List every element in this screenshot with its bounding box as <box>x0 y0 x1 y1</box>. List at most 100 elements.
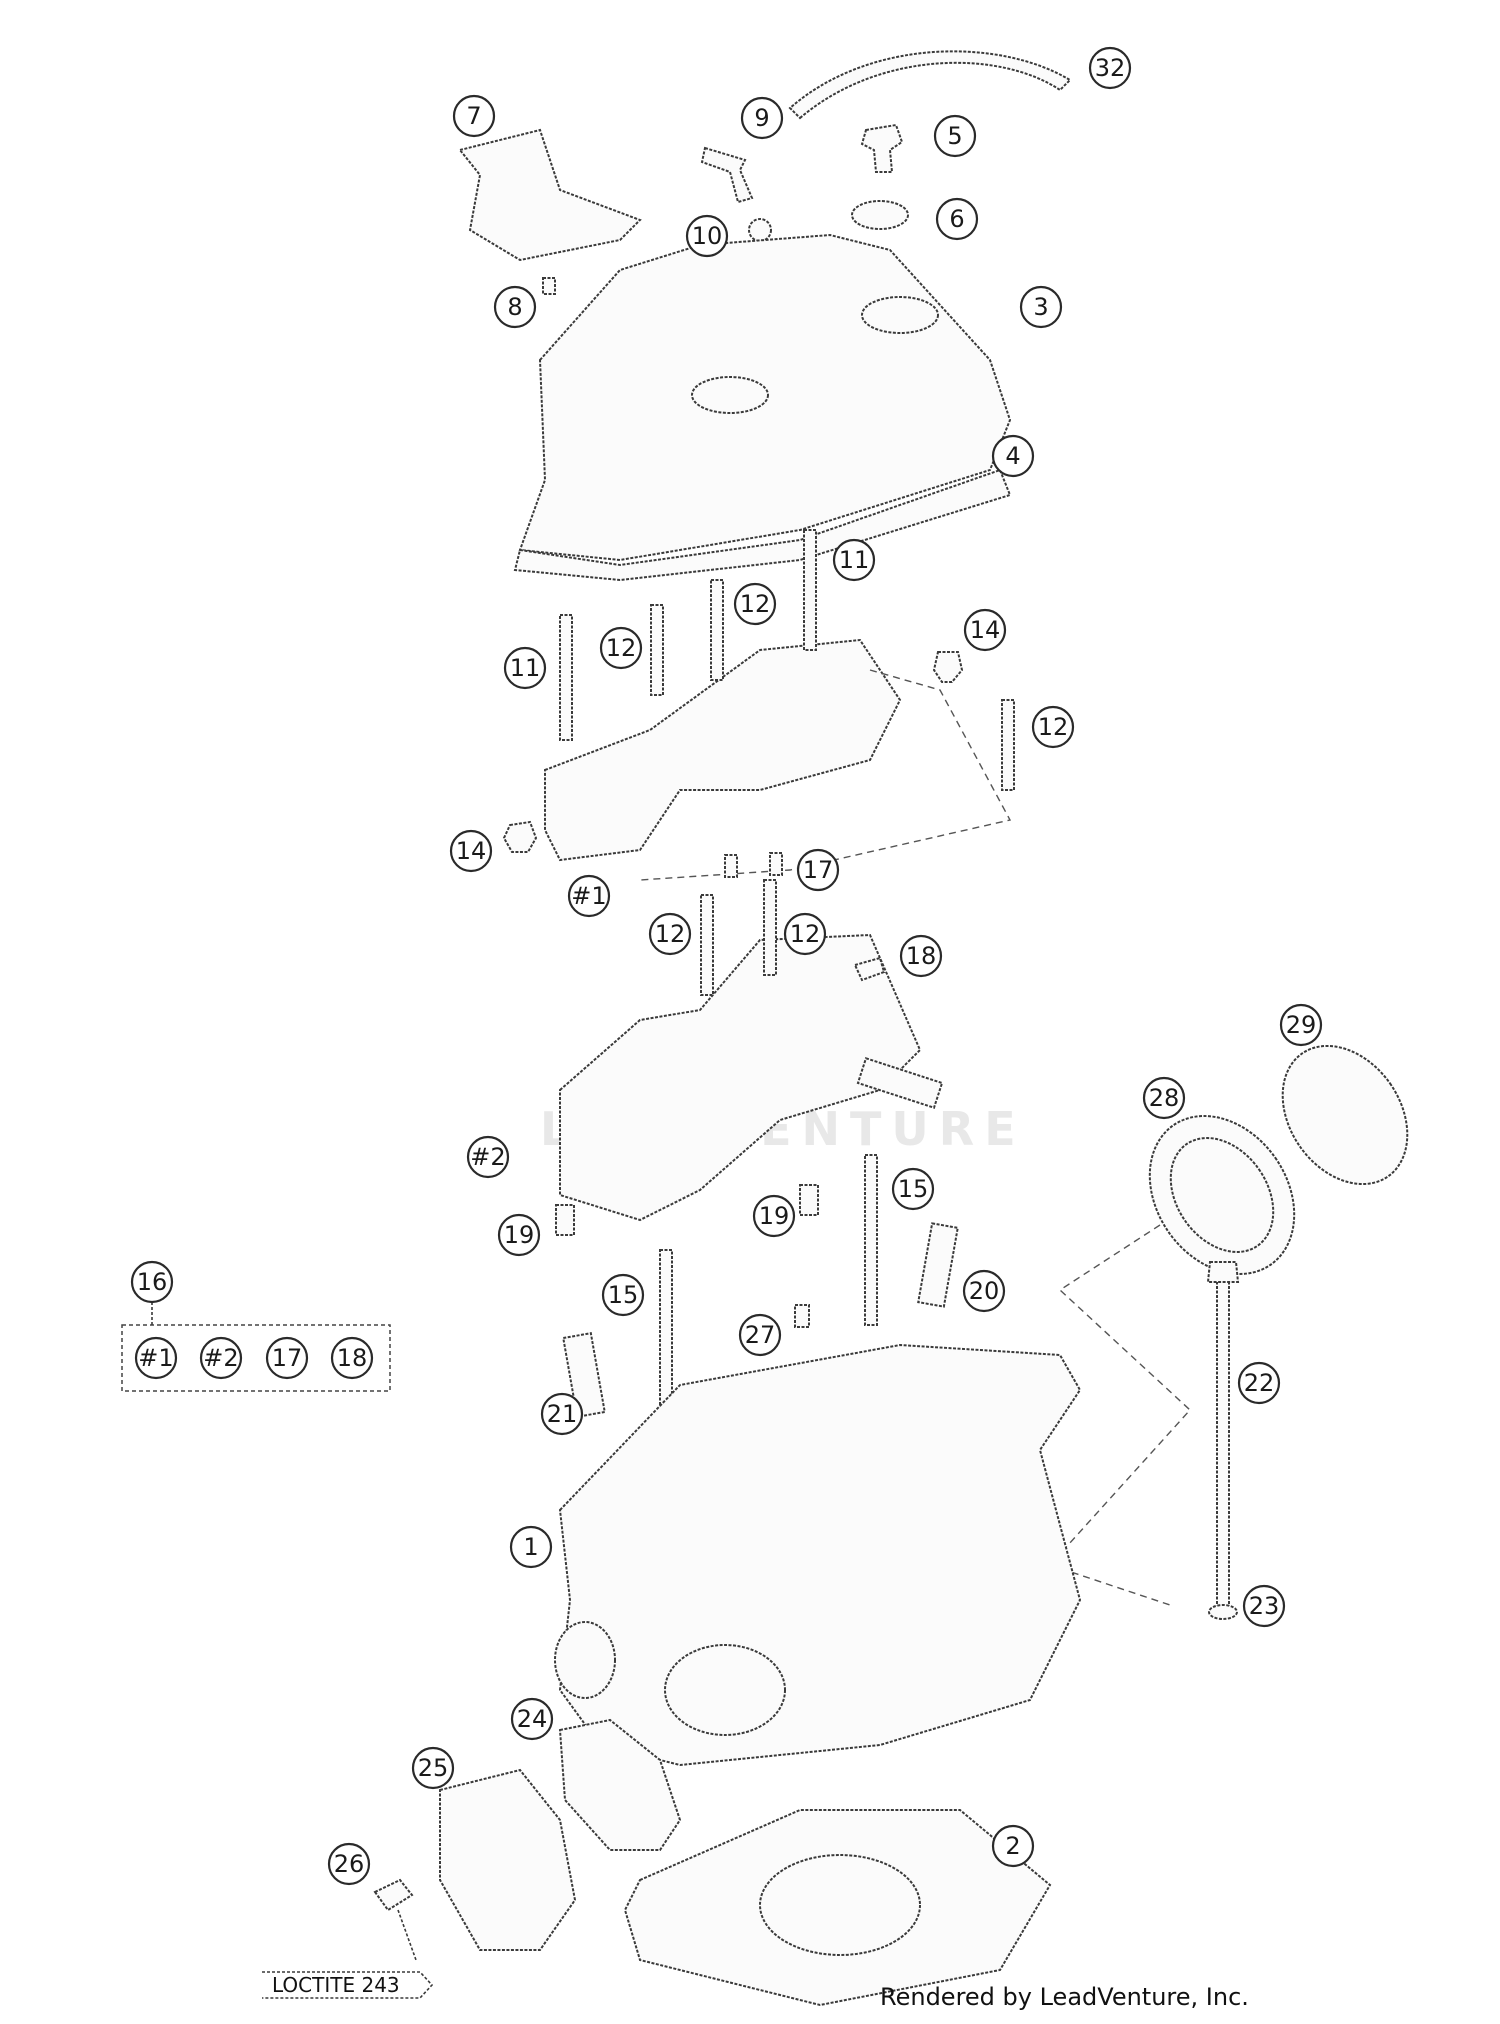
svg-text:12: 12 <box>740 590 771 618</box>
svg-text:8: 8 <box>507 293 522 321</box>
sleeve-20 <box>917 1222 959 1308</box>
svg-text:18: 18 <box>337 1344 368 1372</box>
svg-text:11: 11 <box>510 654 541 682</box>
bolt-11-right <box>803 529 817 651</box>
svg-text:27: 27 <box>745 1321 776 1349</box>
callout-1: 1 <box>509 1525 553 1569</box>
render-credit: Rendered by LeadVenture, Inc. <box>880 1983 1249 2011</box>
bolt-5 <box>860 123 904 173</box>
svg-text:1: 1 <box>523 1533 538 1561</box>
bolt-11-left <box>559 614 573 741</box>
callout-27: 27 <box>738 1313 782 1357</box>
loctite-leader <box>397 1909 417 1961</box>
callout-12-top: 12 <box>733 582 777 626</box>
callout-6: 6 <box>935 197 979 241</box>
fitting <box>700 146 754 204</box>
callout-11-top: 11 <box>832 538 876 582</box>
bridge-outline <box>639 669 1012 881</box>
long-bolt-head <box>1206 1261 1240 1283</box>
svg-text:12: 12 <box>790 920 821 948</box>
svg-text:25: 25 <box>418 1754 449 1782</box>
valve-cover-gasket <box>513 468 1012 582</box>
callout-bridge-1: #1 <box>567 874 611 918</box>
svg-text:22: 22 <box>1244 1369 1275 1397</box>
washer-23 <box>1208 1604 1238 1620</box>
pin-17 <box>724 854 738 878</box>
callout-17: 17 <box>796 848 840 892</box>
svg-text:14: 14 <box>970 616 1001 644</box>
svg-text:26: 26 <box>334 1850 365 1878</box>
callout-28: 28 <box>1142 1076 1186 1120</box>
callout-19-right: 19 <box>752 1194 796 1238</box>
svg-text:15: 15 <box>608 1281 639 1309</box>
svg-text:#1: #1 <box>571 882 606 910</box>
callout-32: 32 <box>1088 46 1132 90</box>
callout-14-right: 14 <box>963 608 1007 652</box>
callout-29: 29 <box>1279 1003 1323 1047</box>
callout-11-left: 11 <box>503 646 547 690</box>
callout-9: 9 <box>740 96 784 140</box>
svg-text:10: 10 <box>692 222 723 250</box>
nut-14-left <box>502 820 538 853</box>
cylinder-head <box>558 1343 1082 1767</box>
dowel-19-left <box>555 1204 575 1236</box>
dowel-19-right <box>799 1184 819 1216</box>
callout-8: 8 <box>493 285 537 329</box>
kit-box <box>121 1324 391 1392</box>
svg-text:#2: #2 <box>470 1143 505 1171</box>
breather-hose <box>788 50 1072 120</box>
callout-12-mid: 12 <box>599 626 643 670</box>
callout-16: 16 <box>130 1260 174 1304</box>
svg-text:29: 29 <box>1286 1011 1317 1039</box>
bolt-12-lower-left <box>700 894 714 996</box>
svg-text:12: 12 <box>655 920 686 948</box>
loctite-bracket <box>262 1971 434 1999</box>
intake-boot-inner <box>1169 1137 1275 1253</box>
bracket <box>458 128 642 262</box>
svg-text:#2: #2 <box>203 1344 238 1372</box>
svg-text:5: 5 <box>947 122 962 150</box>
kit-item-18: 18 <box>330 1336 374 1380</box>
hose-clamp <box>1281 1044 1409 1186</box>
stud-15-right <box>864 1154 878 1326</box>
stud-15-left <box>659 1249 673 1411</box>
callout-12-lower-left: 12 <box>648 912 692 956</box>
kit-item-1: #1 <box>134 1336 178 1380</box>
svg-text:12: 12 <box>1038 713 1069 741</box>
svg-text:32: 32 <box>1095 54 1126 82</box>
oil-filler-port <box>861 296 939 334</box>
o-ring <box>748 218 772 242</box>
svg-text:17: 17 <box>803 856 834 884</box>
exhaust-gasket <box>558 1718 682 1851</box>
svg-text:12: 12 <box>606 634 637 662</box>
svg-text:3: 3 <box>1033 293 1048 321</box>
bolt-12-left <box>650 604 664 696</box>
callout-23: 23 <box>1242 1584 1286 1628</box>
kit-item-2: #2 <box>199 1336 243 1380</box>
callout-10: 10 <box>685 214 729 258</box>
svg-text:19: 19 <box>504 1221 535 1249</box>
intake-port <box>664 1644 786 1736</box>
callout-19-left: 19 <box>497 1213 541 1257</box>
sleeve-21 <box>562 1332 606 1418</box>
washer-6 <box>851 200 909 230</box>
callout-12-right: 12 <box>1031 705 1075 749</box>
callout-18: 18 <box>899 934 943 978</box>
svg-text:18: 18 <box>906 942 937 970</box>
svg-text:14: 14 <box>456 837 487 865</box>
svg-text:17: 17 <box>272 1344 303 1372</box>
svg-text:21: 21 <box>547 1400 578 1428</box>
svg-text:11: 11 <box>839 546 870 574</box>
svg-text:4: 4 <box>1005 442 1020 470</box>
callout-15-left: 15 <box>601 1273 645 1317</box>
plug-18 <box>853 956 886 982</box>
callout-15-right: 15 <box>891 1167 935 1211</box>
callout-20: 20 <box>962 1269 1006 1313</box>
svg-text:20: 20 <box>969 1277 1000 1305</box>
rocker-shaft <box>856 1057 944 1109</box>
callout-7: 7 <box>452 94 496 138</box>
bolt-26 <box>373 1878 414 1912</box>
loctite-note: LOCTITE 243 <box>272 1973 400 1997</box>
pin-17b <box>769 852 783 876</box>
